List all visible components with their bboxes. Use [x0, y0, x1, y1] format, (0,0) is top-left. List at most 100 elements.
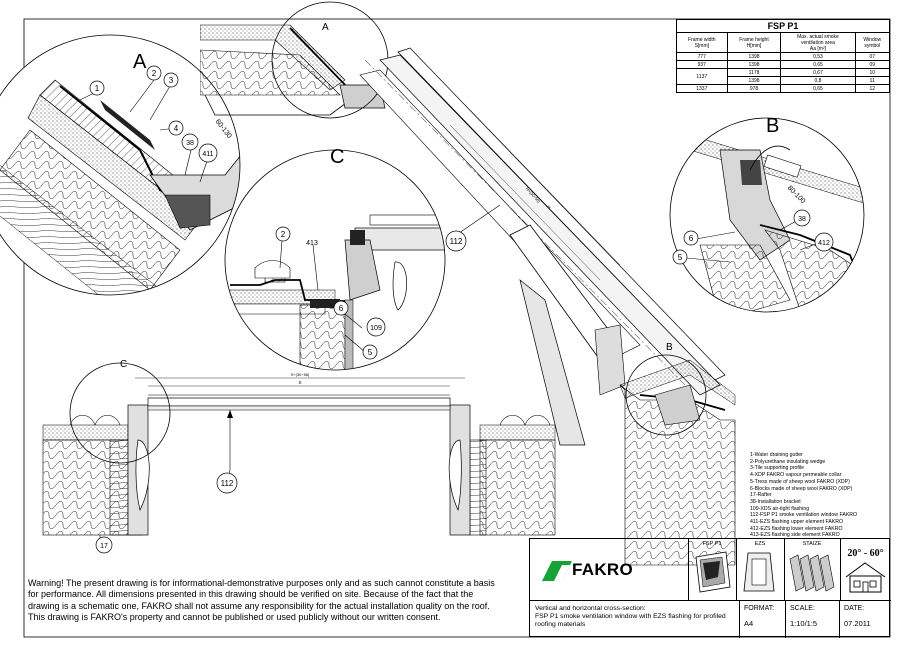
detail-a-circle: [0, 35, 240, 295]
detail-b-small-label: B: [666, 342, 673, 353]
legend-item: 3-Tile supporting profile: [750, 465, 805, 472]
cell: 1398: [726, 60, 782, 69]
callout-412: 412: [818, 240, 830, 247]
callout-17: 17: [100, 543, 108, 550]
callout-109: 109: [370, 325, 382, 332]
callout-4: 4: [174, 124, 179, 133]
callout-c-5: 5: [368, 348, 373, 357]
house-icon: [845, 562, 886, 593]
detail-c-small-circle: [69, 362, 171, 464]
dim-h-plus: H+(30÷56): [525, 186, 542, 204]
callout-c-6: 6: [339, 304, 344, 313]
table-row: 1137 1178 0,67 10: [676, 68, 890, 85]
col-area: Max. actual smoke ventilation area Aa [m…: [780, 32, 856, 53]
cell: 1398: [726, 76, 782, 85]
table-row: 937 1398 0,65 09: [676, 60, 890, 69]
format-value: A4: [744, 619, 754, 628]
cell: 978: [726, 84, 782, 93]
cell: 0,65: [780, 84, 856, 93]
top-roof-section: [200, 24, 391, 116]
cell: 09: [854, 60, 890, 69]
legend-item: 2-Polyurethane insulating wedge: [750, 458, 826, 465]
table-row: 777 1398 0,53 07: [676, 52, 890, 61]
roofing-icon: [789, 554, 835, 592]
callout-112-horizontal: 112: [221, 479, 234, 488]
callout-numbers: 1 2 3 4 38 411 60-130 2 413 6 109 5 112 …: [95, 69, 830, 550]
callout-b-38: 38: [798, 216, 806, 223]
callout-1: 1: [95, 84, 100, 93]
legend-item: 38-Installation bracket: [750, 498, 801, 505]
legend-item: 1-Water draining gutter: [750, 452, 803, 458]
cell: 12: [854, 84, 890, 93]
format-cell: FORMAT: A4: [740, 600, 786, 638]
dim-60-130: 60-130: [214, 118, 233, 140]
legend-item: 6-Blocks made of sheep wool FAKRO (XDP): [750, 485, 853, 492]
cell: 0,67: [780, 68, 856, 77]
table-row: 1337 978 0,65 12: [676, 84, 890, 93]
cell: 10: [854, 68, 890, 77]
dim-s: S: [298, 380, 301, 385]
product-label: EZS: [754, 541, 766, 547]
legend-item: 17-Rafter: [750, 492, 772, 499]
callout-3: 3: [169, 76, 174, 85]
detail-b-small-circle: [625, 354, 707, 436]
title-block: FAKRO FSP P1 EZS STAIZE 20° - 60°: [529, 538, 891, 638]
legend-item: 412-EZS flashing lower element FAKRO: [750, 525, 843, 532]
spec-table: FSP P1 Frame width S[mm] Frame height H[…: [676, 19, 890, 93]
pitch-range: 20° - 60°: [847, 548, 884, 559]
callout-413: 413: [306, 240, 318, 247]
cell: 1398: [726, 52, 782, 61]
legend-item: 109-XDS air-tight flashing: [750, 505, 810, 512]
format-label: FORMAT:: [744, 605, 775, 612]
horizontal-section: [42, 377, 556, 545]
dim-h: H: [546, 204, 552, 210]
callout-circles: [89, 65, 834, 554]
cell: 11: [854, 76, 890, 85]
scale-value: 1:10/1:5: [790, 619, 818, 628]
cell: 1137: [676, 68, 728, 85]
detail-b-label: B: [766, 115, 779, 137]
cell: 777: [676, 52, 728, 61]
cell: 0,65: [780, 60, 856, 69]
callout-2: 2: [152, 69, 157, 78]
parts-legend: 1-Water draining gutter 2-Polyurethane i…: [750, 452, 857, 539]
col-frame-width: Frame width S[mm]: [676, 32, 728, 53]
brand-name: FAKRO: [572, 560, 633, 579]
date-value: 07.2011: [844, 619, 871, 628]
legend-item: 112-FSP P1 smoke ventilation window FAKR…: [750, 512, 858, 519]
detail-c-label: C: [330, 146, 344, 168]
detail-a-label: A: [133, 51, 147, 73]
dim-s-plus: S+(30÷56): [291, 372, 310, 377]
callout-b-6: 6: [689, 234, 694, 243]
date-label: DATE:: [844, 605, 865, 612]
detail-c-circle: [225, 150, 445, 370]
disclaimer-text: Warning! The present drawing is for info…: [28, 578, 495, 622]
roof-pitch: 20° - 60°: [840, 539, 891, 600]
product-fsp: FSP P1: [688, 539, 737, 600]
brand-logo: FAKRO: [530, 539, 689, 600]
callout-b-5: 5: [678, 253, 683, 262]
spec-table-title: FSP P1: [676, 19, 890, 33]
detail-c-small-label: C: [120, 359, 127, 370]
cell: 07: [854, 52, 890, 61]
callout-c-2: 2: [281, 230, 286, 239]
cell: 1178: [726, 68, 782, 77]
product-label: FSP P1: [702, 541, 722, 547]
flashing-icon: [743, 552, 775, 592]
product-staize: STAIZE: [784, 539, 841, 600]
callout-411: 411: [202, 151, 213, 158]
fakro-logo-mark: [542, 561, 572, 581]
detail-a-small-label: A: [322, 22, 329, 33]
dim-80-100: 80-100: [786, 185, 806, 205]
product-ezs: EZS: [736, 539, 785, 600]
legend-item: 5-Tress made of sheep wool FAKRO (XDP): [750, 478, 850, 485]
scale-label: SCALE:: [790, 605, 815, 612]
lower-right-roof: [619, 359, 736, 566]
cell: 1337: [676, 84, 728, 93]
col-symbol: Window symbol: [854, 32, 890, 53]
product-label: STAIZE: [802, 541, 822, 547]
date-cell: DATE: 07.2011: [840, 600, 891, 638]
callout-112-slanted: 112: [450, 237, 463, 246]
